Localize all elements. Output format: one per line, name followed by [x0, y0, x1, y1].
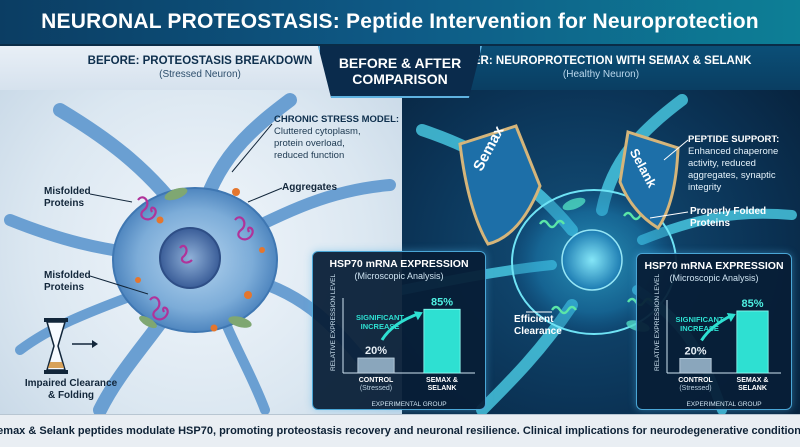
aggregates-label: Aggregates	[282, 182, 338, 193]
bar-control	[357, 357, 395, 374]
title-bar: NEURONAL PROTEOSTASIS: Peptide Intervent…	[0, 0, 800, 46]
properly-folded-label: Properly Folded Proteins	[690, 206, 766, 230]
increase-arrow	[380, 311, 421, 341]
category-label-0-0: CONTROL	[359, 377, 394, 384]
nucleus	[159, 227, 221, 289]
stressed-neuron-illustration	[4, 93, 396, 414]
annotation-line-1: INCREASE	[361, 322, 400, 331]
folded-line-2: Proteins	[690, 218, 731, 229]
pointer-lines	[89, 123, 283, 295]
mitochondria	[139, 187, 252, 329]
impaired-line-1: Impaired Clearance	[24, 378, 118, 389]
peptide-support-line-4: integrity	[688, 182, 722, 193]
category-label-1-1: SELANK	[428, 385, 457, 392]
before-subtitle: (Stressed Neuron)	[159, 69, 241, 80]
peptide-support-line-2: activity, reduced	[688, 158, 756, 169]
comparison-line-1: BEFORE & AFTER	[338, 55, 462, 71]
y-axis-label: RELATIVE EXPRESSION LEVEL	[330, 274, 337, 371]
x-axis-label: EXPERIMENTAL GROUP	[371, 401, 446, 408]
comparison-line-2: COMPARISON	[352, 71, 448, 87]
peptide-support-line-1: Enhanced chaperone	[688, 146, 779, 157]
chronic-stress-line-1: Cluttered cytoplasm,	[274, 126, 361, 137]
annotation-line-0: SIGNIFICANT	[356, 313, 404, 322]
chart-2-plot: RELATIVE EXPRESSION LEVEL 20% CONTROL(Stre…	[654, 274, 781, 408]
chart-1-plot: RELATIVE EXPRESSION LEVEL 20% CONTROL(Stre…	[330, 274, 475, 408]
misfolded-proteins-label-1: Misfolded Proteins	[44, 186, 91, 210]
misfolded-1-line-1: Misfolded	[44, 186, 91, 197]
selank-shield-icon	[618, 130, 680, 231]
chronic-stress-line-2: protein overload,	[274, 138, 345, 149]
peptide-support-callout: PEPTIDE SUPPORT: Enhanced chaperone acti…	[688, 134, 798, 194]
chart-2-subtitle: (Microscopic Analysis)	[669, 273, 759, 283]
category-label-1-0: SEMAX &	[737, 377, 769, 384]
bar-value-label-1: 85%	[431, 296, 453, 308]
chart-1-subtitle: (Microscopic Analysis)	[354, 271, 444, 281]
category-label-1-0: SEMAX &	[426, 377, 458, 384]
misfolded-2-line-1: Misfolded	[44, 270, 91, 281]
category-label-0-1: (Stressed)	[360, 385, 392, 392]
after-subtitle: (Healthy Neuron)	[562, 69, 640, 80]
page-title: NEURONAL PROTEOSTASIS: Peptide Intervent…	[41, 10, 759, 33]
category-label-1-1: SELANK	[738, 385, 767, 392]
category-label-0-0: CONTROL	[678, 377, 713, 384]
clearance-line-2: Clearance	[514, 326, 562, 337]
bar-value-label-0: 20%	[365, 345, 387, 357]
comparison-tab: BEFORE & AFTER COMPARISON	[318, 46, 482, 98]
folded-line-1: Properly Folded	[690, 206, 767, 217]
bar-semax-selank	[736, 310, 769, 374]
bar-semax-selank	[423, 308, 461, 374]
chronic-stress-line-3: reduced function	[274, 150, 345, 161]
hsp70-chart-card-2: HSP70 mRNA EXPRESSION (Microscopic Analy…	[636, 253, 792, 410]
efficient-clearance-label: Efficient Clearance	[514, 314, 562, 338]
pointer-lines	[526, 139, 689, 313]
caption-bar: Semax & Selank peptides modulate HSP70, …	[0, 414, 800, 447]
healthy-neuron-illustration	[402, 94, 797, 414]
category-label-0-1: (Stressed)	[679, 385, 711, 392]
misfolded-2-line-2: Proteins	[44, 282, 85, 293]
aggregates-dots	[135, 188, 265, 332]
y-axis-label: RELATIVE EXPRESSION LEVEL	[654, 274, 661, 371]
before-title: BEFORE: PROTEOSTASIS BREAKDOWN	[87, 55, 313, 67]
bar-control	[679, 358, 712, 374]
hourglass-icon	[44, 318, 98, 374]
annotation-line-0: SIGNIFICANT	[676, 315, 724, 324]
impaired-clearance-label: Impaired Clearance & Folding	[22, 378, 120, 402]
increase-arrow-head	[726, 312, 736, 322]
impaired-line-2: & Folding	[47, 390, 95, 401]
misfolded-proteins-label-2: Misfolded Proteins	[44, 270, 91, 294]
semax-shield-icon	[458, 124, 542, 246]
chart-2-title: HSP70 mRNA EXPRESSION	[644, 260, 784, 272]
chronic-stress-callout: CHRONIC STRESS MODEL: Cluttered cytoplas…	[274, 114, 402, 162]
peptide-support-line-3: aggregates, synaptic	[688, 170, 776, 181]
misfolded-protein-clusters	[137, 196, 254, 321]
hsp70-chart-card-1: HSP70 mRNA EXPRESSION (Microscopic Analy…	[312, 251, 486, 410]
after-title: AFTER: NEUROPROTECTION WITH SEMAX & SELA…	[450, 55, 752, 67]
bar-value-label-1: 85%	[741, 298, 763, 310]
caption-text: Semax & Selank peptides modulate HSP70, …	[0, 425, 800, 437]
bar-value-label-0: 20%	[684, 345, 706, 357]
x-axis-label: EXPERIMENTAL GROUP	[686, 401, 761, 408]
chronic-stress-label: CHRONIC STRESS MODEL:	[274, 114, 400, 125]
clearance-line-1: Efficient	[514, 314, 554, 325]
peptide-support-label: PEPTIDE SUPPORT:	[688, 134, 780, 145]
chart-1-title: HSP70 mRNA EXPRESSION	[329, 258, 469, 270]
increase-arrow-head	[413, 311, 423, 321]
annotation-line-1: INCREASE	[680, 324, 719, 333]
nucleus	[561, 229, 623, 291]
misfolded-1-line-2: Proteins	[44, 198, 85, 209]
